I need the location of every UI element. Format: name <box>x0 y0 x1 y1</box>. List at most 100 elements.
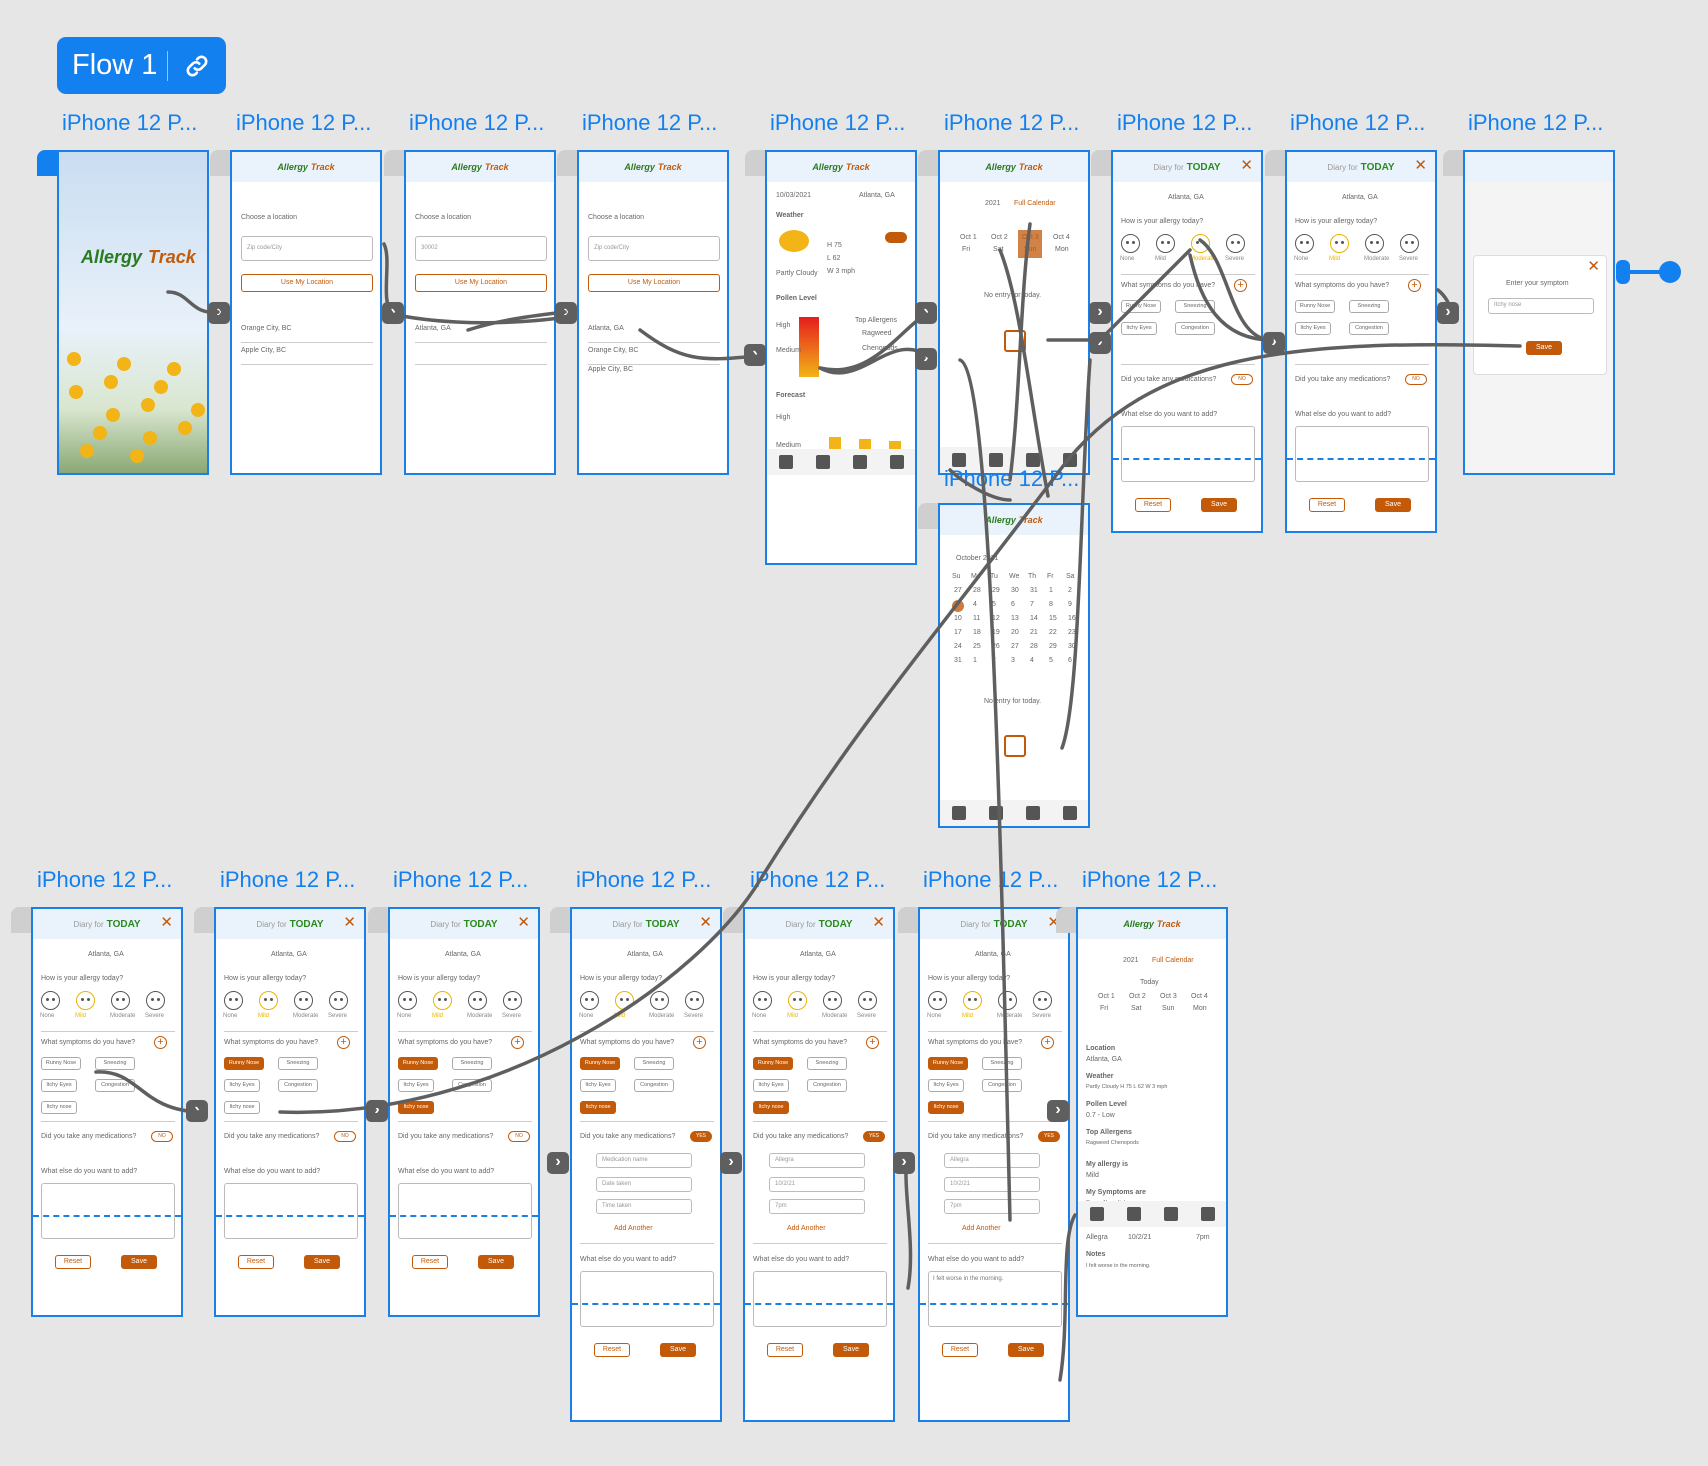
notes-textarea[interactable] <box>224 1183 358 1239</box>
medications-toggle[interactable]: NO <box>151 1131 173 1142</box>
symptom-chip[interactable]: Itchy Eyes <box>224 1079 260 1092</box>
symptom-chip[interactable]: Sneezing <box>982 1057 1022 1070</box>
reset-button[interactable]: Reset <box>767 1343 803 1357</box>
notes-textarea[interactable]: I felt worse in the morning. <box>928 1271 1062 1327</box>
medications-toggle[interactable]: NO <box>334 1131 356 1142</box>
symptom-chip[interactable]: Itchy Eyes <box>41 1079 77 1092</box>
flow-connector-icon[interactable]: › <box>366 1100 388 1122</box>
face-moderate-icon[interactable] <box>998 991 1017 1010</box>
symptom-chip[interactable]: Sneezing <box>95 1057 135 1070</box>
frame-title[interactable]: iPhone 12 P... <box>1117 110 1253 135</box>
frame-title[interactable]: iPhone 12 P... <box>576 867 712 892</box>
face-none-icon[interactable] <box>1121 234 1140 253</box>
notes-textarea[interactable] <box>580 1271 714 1327</box>
nav-pattern-icon[interactable] <box>1163 1207 1178 1221</box>
face-none-icon[interactable] <box>928 991 947 1010</box>
date-taken-input[interactable]: 10/2/21 <box>944 1177 1040 1192</box>
nav-settings-icon[interactable] <box>1062 806 1077 820</box>
close-icon[interactable]: ✕ <box>699 914 712 931</box>
medications-toggle[interactable]: YES <box>1038 1131 1060 1142</box>
add-symptom-icon[interactable]: + <box>511 1036 524 1049</box>
face-none-icon[interactable] <box>41 991 60 1010</box>
frame-title[interactable]: iPhone 12 P... <box>770 110 906 135</box>
face-none-icon[interactable] <box>1295 234 1314 253</box>
date-taken-input[interactable]: Date taken <box>596 1177 692 1192</box>
symptom-chip[interactable]: Runny Nose <box>41 1057 81 1070</box>
reset-button[interactable]: Reset <box>55 1255 91 1269</box>
add-another-button[interactable]: Add Another <box>787 1225 826 1232</box>
notes-textarea[interactable] <box>1121 426 1255 482</box>
notes-textarea[interactable] <box>41 1183 175 1239</box>
symptom-chip[interactable]: Congestion <box>1349 322 1389 335</box>
face-moderate-icon[interactable] <box>650 991 669 1010</box>
use-my-location-button[interactable]: Use My Location <box>588 274 720 292</box>
medications-toggle[interactable]: NO <box>508 1131 530 1142</box>
flow-connector-icon[interactable]: › <box>720 1152 742 1174</box>
time-taken-input[interactable]: Time taken <box>596 1199 692 1214</box>
notes-textarea[interactable] <box>753 1271 887 1327</box>
frame-title[interactable]: iPhone 12 P... <box>923 867 1059 892</box>
flow-1-button[interactable]: Flow 1 <box>57 37 226 94</box>
face-none-icon[interactable] <box>580 991 599 1010</box>
flow-connector-icon[interactable]: › <box>893 1152 915 1174</box>
face-severe-icon[interactable] <box>858 991 877 1010</box>
symptom-chip[interactable]: Itchy nose <box>398 1101 434 1114</box>
face-moderate-icon[interactable] <box>294 991 313 1010</box>
close-icon[interactable]: ✕ <box>517 914 530 931</box>
flow-connector-icon[interactable]: › <box>1089 332 1111 354</box>
nav-diary-icon[interactable] <box>815 455 830 469</box>
save-button[interactable]: Save <box>660 1343 696 1357</box>
add-symptom-icon[interactable]: + <box>154 1036 167 1049</box>
nav-pattern-icon[interactable] <box>1025 806 1040 820</box>
face-mild-icon[interactable] <box>433 991 452 1010</box>
flow-connector-icon[interactable]: › <box>547 1152 569 1174</box>
reset-button[interactable]: Reset <box>594 1343 630 1357</box>
medications-toggle[interactable]: YES <box>863 1131 885 1142</box>
symptom-chip[interactable]: Runny Nose <box>928 1057 968 1070</box>
add-symptom-icon[interactable]: + <box>866 1036 879 1049</box>
face-moderate-icon[interactable] <box>1365 234 1384 253</box>
symptom-chip[interactable]: Congestion <box>634 1079 674 1092</box>
reset-button[interactable]: Reset <box>1135 498 1171 512</box>
nav-pattern-icon[interactable] <box>1025 453 1040 467</box>
symptom-chip[interactable]: Itchy Eyes <box>398 1079 434 1092</box>
symptom-chip[interactable]: Sneezing <box>1175 300 1215 313</box>
zip-input[interactable]: Zip code/City <box>241 236 373 261</box>
face-severe-icon[interactable] <box>329 991 348 1010</box>
flow-connector-icon[interactable]: › <box>1263 332 1285 354</box>
medications-toggle[interactable]: NO <box>1405 374 1427 385</box>
flow-connector-icon[interactable]: › <box>208 302 230 324</box>
use-my-location-button[interactable]: Use My Location <box>241 274 373 292</box>
medication-name-input[interactable]: Medication name <box>596 1153 692 1168</box>
face-severe-icon[interactable] <box>1400 234 1419 253</box>
face-severe-icon[interactable] <box>146 991 165 1010</box>
save-button[interactable]: Save <box>478 1255 514 1269</box>
face-mild-icon[interactable] <box>1156 234 1175 253</box>
symptom-chip[interactable]: Sneezing <box>807 1057 847 1070</box>
symptom-chip[interactable]: Runny Nose <box>1295 300 1335 313</box>
save-button[interactable]: Save <box>833 1343 869 1357</box>
nav-report-icon[interactable] <box>951 806 966 820</box>
flow-connector-icon[interactable]: › <box>915 348 937 370</box>
add-another-button[interactable]: Add Another <box>962 1225 1001 1232</box>
add-symptom-icon[interactable]: + <box>1041 1036 1054 1049</box>
symptom-chip[interactable]: Runny Nose <box>398 1057 438 1070</box>
time-taken-input[interactable]: 7pm <box>944 1199 1040 1214</box>
symptom-chip[interactable]: Sneezing <box>1349 300 1389 313</box>
add-symptom-icon[interactable]: + <box>337 1036 350 1049</box>
frame-title[interactable]: iPhone 12 P... <box>236 110 372 135</box>
flow-connector-icon[interactable]: › <box>186 1100 208 1122</box>
symptom-chip[interactable]: Itchy nose <box>224 1101 260 1114</box>
frame-title[interactable]: iPhone 12 P... <box>944 110 1080 135</box>
close-icon[interactable]: ✕ <box>1240 157 1253 174</box>
